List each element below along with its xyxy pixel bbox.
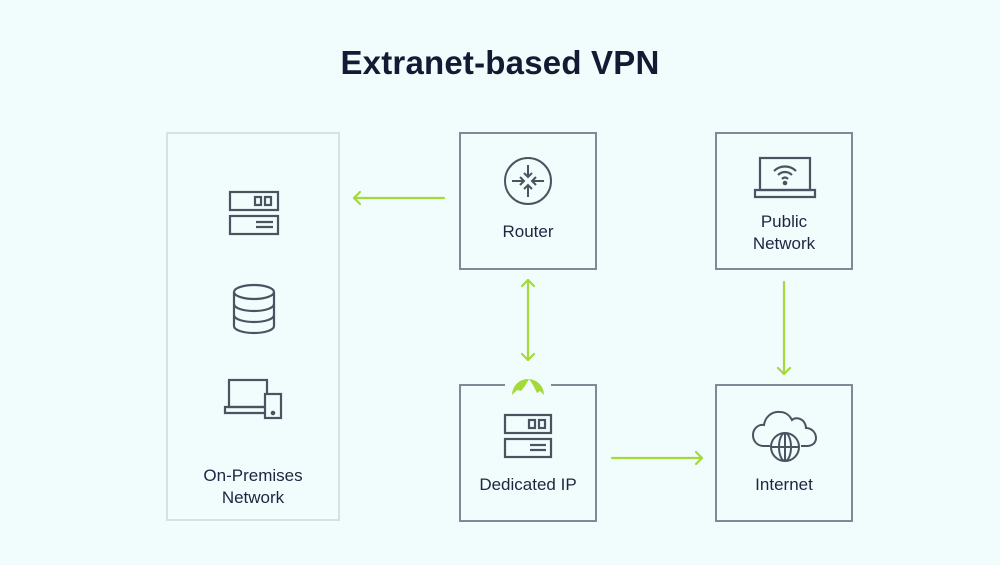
on-premises-network-label: On-Premises Network: [168, 465, 338, 509]
dedicated-ip-label: Dedicated IP: [479, 475, 577, 494]
on-premises-network-node: On-Premises Network: [166, 132, 340, 521]
router-label: Router: [502, 222, 554, 241]
router-icon: [504, 157, 552, 205]
server-icon: [228, 190, 280, 236]
label-line: On-Premises: [203, 466, 303, 485]
public-network-node: Public Network: [715, 132, 853, 270]
database-icon: [232, 283, 276, 335]
arrow-router-dedicated-ip: [519, 278, 537, 362]
internet-label: Internet: [755, 475, 813, 494]
laptop-phone-icon: [223, 378, 284, 420]
cloud-globe-icon: [751, 410, 818, 462]
diagram-title: Extranet-based VPN: [340, 44, 660, 81]
arrow-dedicated-ip-to-internet: [610, 450, 704, 466]
router-node: Router: [459, 132, 597, 270]
vpn-badge-icon: [505, 369, 551, 399]
dedicated-ip-node: Dedicated IP: [459, 384, 597, 522]
arrow-public-network-to-internet: [775, 280, 793, 376]
arrow-router-to-on-premises: [352, 190, 446, 206]
server-icon: [503, 413, 553, 459]
laptop-wifi-icon: [753, 156, 817, 199]
label-line: Public: [760, 212, 808, 231]
public-network-label: Public Network: [717, 211, 851, 255]
internet-node: Internet: [715, 384, 853, 522]
label-line: Network: [752, 234, 816, 253]
label-line: Network: [221, 488, 285, 507]
